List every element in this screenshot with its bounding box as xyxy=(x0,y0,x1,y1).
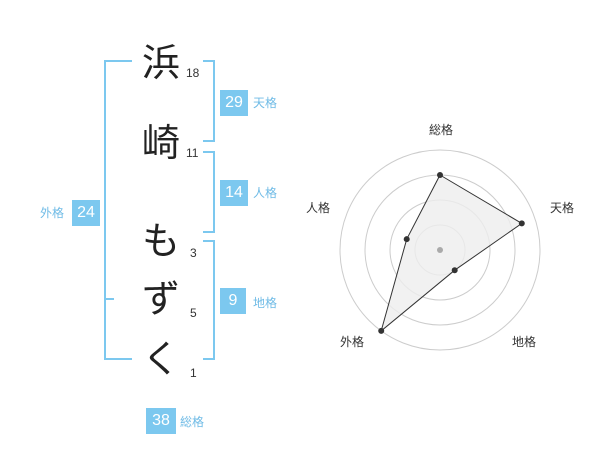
radar-axis-label-jinkaku: 人格 xyxy=(306,200,330,215)
fortune-radar-chart: 総格 天格 地格 外格 人格 xyxy=(306,122,574,351)
stroke-count-1: 18 xyxy=(186,66,200,80)
jinkaku-bracket xyxy=(203,151,215,233)
outer-bracket xyxy=(104,60,132,360)
radar-ring xyxy=(339,149,541,351)
gaikaku-badge: 24 xyxy=(72,200,100,226)
soukaku-label: 総格 xyxy=(180,415,205,429)
gaikaku-label: 外格 xyxy=(40,206,65,220)
name-character-5: く xyxy=(141,337,180,381)
name-character-2: 崎 xyxy=(141,121,180,165)
radar-point-2 xyxy=(518,220,525,227)
radar-points xyxy=(378,172,525,334)
radar-point-1 xyxy=(437,172,443,178)
radar-polygon xyxy=(380,174,523,333)
radar-axis-label-soukaku: 総格 xyxy=(429,122,453,137)
name-character-4: ず xyxy=(141,277,180,321)
stroke-count-3: 3 xyxy=(190,246,197,260)
stroke-count-2: 11 xyxy=(186,146,199,160)
tenkaku-badge: 29 xyxy=(220,90,248,116)
radar-axis-label-chikaku: 地格 xyxy=(512,334,536,349)
outer-bracket-mid-tick xyxy=(104,298,114,300)
chikaku-badge: 9 xyxy=(220,288,246,314)
name-character-1: 浜 xyxy=(141,41,180,85)
radar-polygon-layer xyxy=(380,174,523,333)
jinkaku-badge: 14 xyxy=(220,180,248,206)
name-character-3: も xyxy=(141,219,180,263)
radar-axis-label-tenkaku: 天格 xyxy=(550,200,574,215)
radar-axis-label-gaikaku: 外格 xyxy=(340,334,364,349)
stroke-count-4: 5 xyxy=(190,306,197,320)
radar-point-5 xyxy=(403,236,410,243)
chikaku-label: 地格 xyxy=(253,296,278,310)
jinkaku-label: 人格 xyxy=(253,186,278,200)
soukaku-badge: 38 xyxy=(146,408,176,434)
chikaku-bracket xyxy=(203,240,215,360)
radar-point-3 xyxy=(451,267,458,274)
tenkaku-label: 天格 xyxy=(253,96,278,110)
stroke-count-5: 1 xyxy=(190,366,197,380)
tenkaku-bracket xyxy=(203,60,215,142)
radar-point-4 xyxy=(378,327,385,334)
radar-center-dot xyxy=(437,247,443,253)
